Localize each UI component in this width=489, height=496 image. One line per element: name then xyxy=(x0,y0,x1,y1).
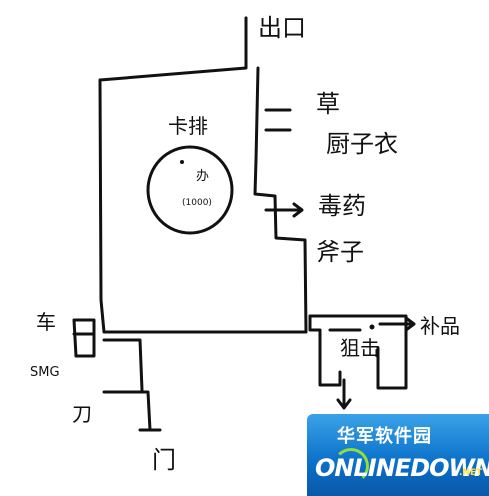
path-knife xyxy=(102,390,152,432)
watermark-net: .NET xyxy=(459,468,483,478)
label-exit: 出口 xyxy=(258,14,306,42)
label-card: 卡排 xyxy=(168,114,208,138)
label-axe: 斧子 xyxy=(316,238,364,266)
label-box: 办 xyxy=(196,169,210,184)
label-grass: 草 xyxy=(316,90,340,118)
swoosh-icon xyxy=(333,448,369,484)
label-poison: 毒药 xyxy=(318,192,366,220)
watermark-logo: 华军软件园 ONLINEDOWN .NET xyxy=(307,414,489,496)
label-cook-clothes: 厨子衣 xyxy=(326,130,398,158)
label-supplies: 补品 xyxy=(420,314,460,338)
path-left xyxy=(102,338,144,392)
card-oval xyxy=(146,145,234,235)
smg-box xyxy=(72,318,96,358)
label-car: 车 xyxy=(36,310,56,334)
label-smg: SMG xyxy=(30,365,60,380)
arrow-supplies xyxy=(378,316,416,332)
arrow-poison xyxy=(264,202,304,218)
dot-sniper xyxy=(369,324,375,330)
arrow-down xyxy=(336,378,352,410)
label-door: 门 xyxy=(152,446,176,474)
label-knife: 刀 xyxy=(72,402,92,426)
lower-room xyxy=(308,314,342,387)
label-box-value: (1000) xyxy=(182,198,212,208)
watermark-en: ONLINEDOWN xyxy=(315,454,489,482)
building-outline xyxy=(98,16,308,334)
watermark-cn: 华军软件园 xyxy=(337,426,432,447)
label-sniper: 狙击 xyxy=(340,336,380,360)
lower-room-right xyxy=(308,314,408,390)
dot-box xyxy=(180,160,184,164)
